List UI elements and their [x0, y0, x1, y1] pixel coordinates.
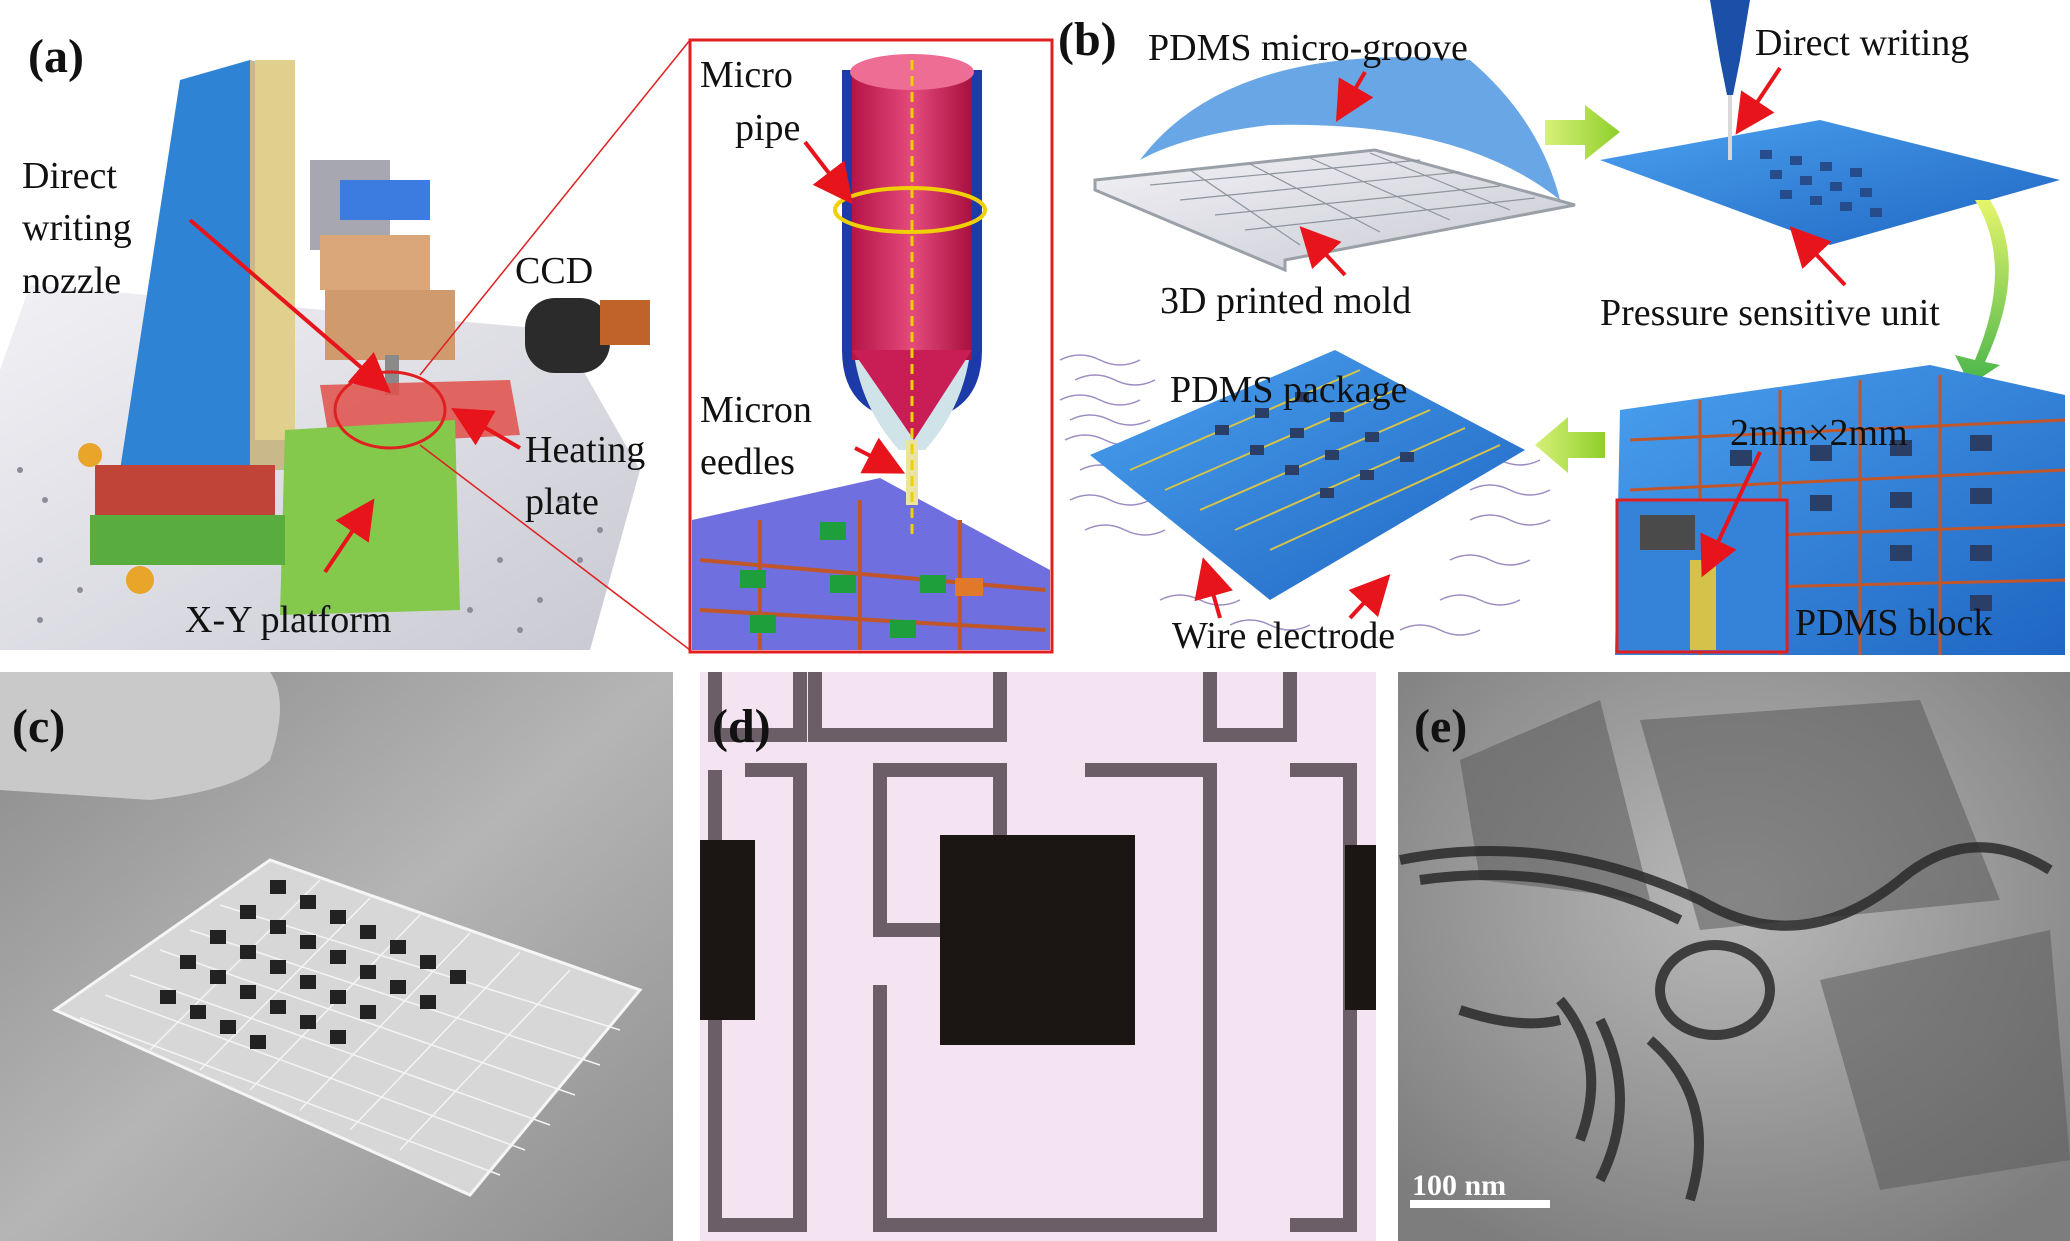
direct-writing-arrow: [1735, 66, 1782, 135]
electrode-arrow-2: [1348, 574, 1391, 620]
platform-arrow: [323, 498, 375, 574]
table-holes: [17, 467, 603, 633]
panel-d: (d): [700, 672, 1376, 1241]
carbon-nanotubes: [1399, 842, 2053, 1202]
needles-label-line1: Micron: [700, 389, 812, 431]
sensor-array-sheet: [51, 858, 643, 1197]
process-arrow-1: [1545, 105, 1620, 160]
package-electrodes: [1129, 369, 1501, 551]
scale-bar-line: [1410, 1200, 1550, 1208]
rotation-arrow-icon: [833, 186, 987, 234]
micro-pipe-body: [852, 70, 972, 360]
mold-arrow: [1299, 226, 1347, 277]
mold-label: 3D printed mold: [1160, 280, 1411, 322]
blue-adjust-block: [340, 180, 430, 220]
inset-yellow-electrode: [1690, 560, 1716, 650]
pressure-unit-label: Pressure sensitive unit: [1600, 292, 1940, 334]
inset-cell: [1640, 515, 1695, 550]
ccd-mount: [600, 300, 650, 345]
package-label: PDMS package: [1170, 369, 1407, 411]
size-arrow: [1700, 451, 1762, 578]
nozzle-label-line3: nozzle: [22, 260, 121, 302]
micro-pipe-top: [850, 54, 974, 90]
micro-groove-arrow: [1335, 70, 1374, 122]
printed-mold: [1093, 148, 1576, 273]
sensor-squares: [740, 522, 946, 638]
x-y-platform: [280, 420, 460, 615]
nozzle-arrow: [188, 218, 392, 394]
panel-label-e: (e): [1414, 700, 1467, 753]
pdms-micro-groove-sheet: [1140, 57, 1560, 200]
process-arrow-2: [1955, 200, 2009, 385]
heating-label-line1: Heating: [525, 429, 645, 471]
platform-label: X-Y platform: [185, 599, 391, 641]
package-cells: [1215, 392, 1414, 498]
sem-probe: [0, 672, 280, 800]
micro-pipe-label-line1: Micro: [700, 54, 793, 96]
panel-a: (a) Direct writing nozzle CCD Heating pl…: [0, 30, 1054, 654]
knob-icon-2: [126, 566, 154, 594]
zoom-line-bottom: [419, 444, 691, 651]
heating-label-line2: plate: [525, 481, 599, 523]
mold-grid: [1149, 152, 1536, 246]
panel-label-b: (b): [1058, 13, 1117, 66]
sheet-cells: [160, 880, 466, 1049]
needles-label-line2: eedles: [700, 441, 795, 483]
scale-bar-label: 100 nm: [1412, 1169, 1506, 1202]
heating-arrow: [451, 407, 522, 450]
nozzle-label-line1: Direct: [22, 155, 117, 197]
micro-pipe-tip: [852, 350, 972, 440]
ccd-camera: [525, 298, 610, 373]
electrode-square: [940, 835, 1135, 1045]
platform-base-green: [90, 515, 285, 565]
process-arrow-3: [1535, 417, 1605, 473]
copper-block-top: [320, 235, 430, 290]
zoom-line-top: [419, 39, 691, 376]
machine-back-plate: [120, 60, 250, 470]
panel-c: (c): [0, 672, 673, 1241]
platform-base-red: [95, 465, 275, 520]
printed-square: [955, 578, 983, 596]
electrode-label: Wire electrode: [1172, 615, 1395, 657]
panel-label-d: (d): [712, 700, 771, 753]
knob-icon: [78, 443, 102, 467]
ccd-label: CCD: [515, 250, 593, 292]
electrode-arrow-1: [1194, 557, 1233, 619]
micro-pipe-label-line2: pipe: [735, 107, 800, 149]
nozzle-label-line2: writing: [22, 207, 132, 249]
micron-needle: [906, 440, 918, 505]
electrode-square-left: [700, 840, 755, 1020]
z-column: [255, 60, 295, 440]
panel-b: (b) PDMS micro-groove 3D printed mold Di…: [1058, 0, 2066, 657]
panel-label-a: (a): [28, 30, 84, 83]
block-label: PDMS block: [1795, 602, 1992, 644]
panel-e: 100 nm (e): [1398, 672, 2070, 1241]
panel-label-c: (c): [12, 700, 65, 753]
direct-writing-cells: [1760, 150, 1882, 217]
micro-groove-label: PDMS micro-groove: [1148, 27, 1468, 69]
nozzle-inset: Micro pipe Micron eedles: [688, 38, 1054, 654]
size-label: 2mm×2mm: [1730, 412, 1908, 454]
writing-nozzle: [1710, 0, 1750, 95]
electrode-square-right: [1345, 845, 1376, 1010]
direct-writing-label: Direct writing: [1755, 22, 1969, 64]
micro-pipe-arrow: [803, 140, 853, 205]
needles-arrow: [854, 437, 906, 474]
pressure-unit-arrow: [1789, 226, 1847, 287]
pdms-block-cells: [1730, 435, 1992, 611]
pdms-package: [1090, 350, 1525, 600]
copper-block-bottom: [325, 290, 455, 360]
